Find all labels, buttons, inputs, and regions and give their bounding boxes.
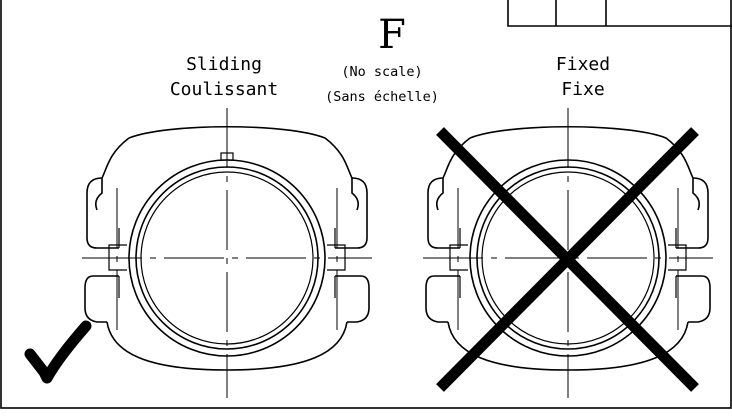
fixed-label-fr: Fixe (561, 79, 604, 100)
scale-note-fr: (Sans échelle) (325, 89, 439, 105)
fixed-label-en: Fixed (556, 54, 610, 75)
sliding-clamp-view (81, 107, 373, 399)
checkmark-icon (24, 320, 92, 384)
sliding-label-fr: Coulissant (170, 79, 278, 100)
title-block-fragment (507, 0, 732, 27)
scale-note-en: (No scale) (341, 64, 422, 80)
view-letter: F (378, 12, 406, 58)
cross-out-icon (436, 127, 699, 392)
sliding-label-en: Sliding (186, 54, 262, 75)
